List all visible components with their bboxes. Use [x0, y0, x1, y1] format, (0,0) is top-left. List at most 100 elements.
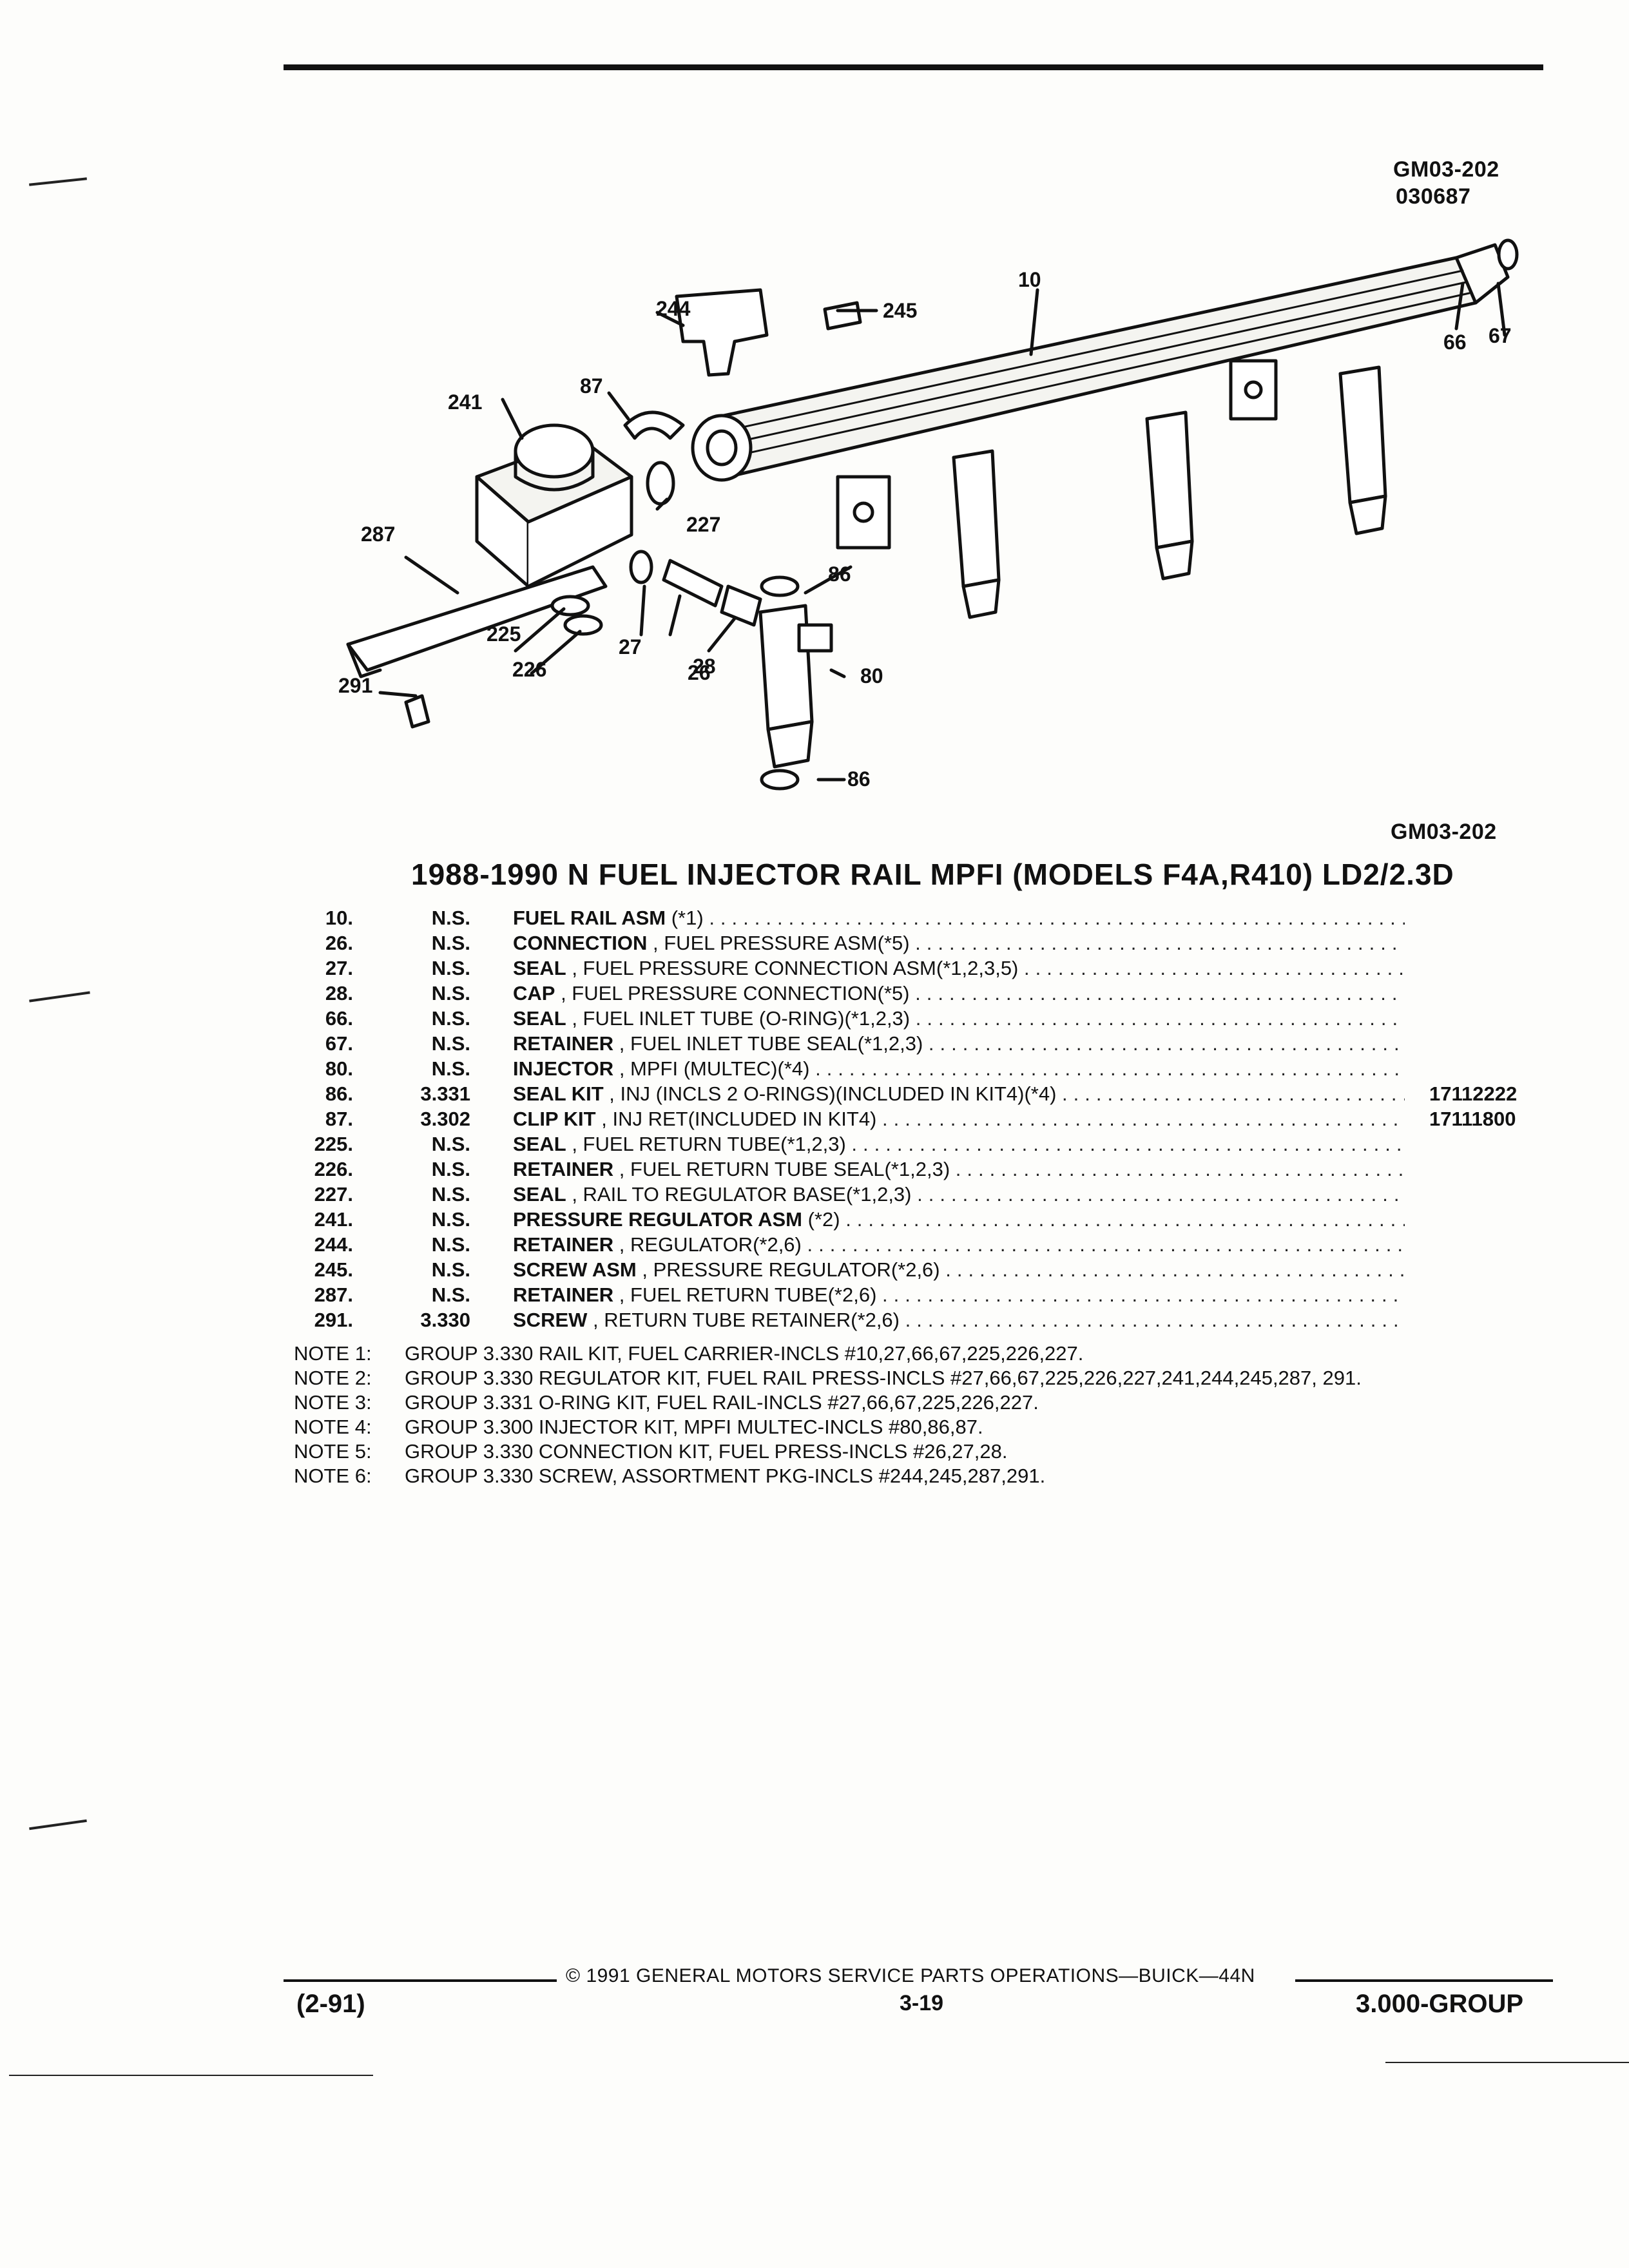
part-description: SCREW ASM , PRESSURE REGULATOR(*2,6) ...…	[513, 1257, 1405, 1282]
part-group: N.S.	[431, 1158, 470, 1180]
note-text: GROUP 3.330 SCREW, ASSORTMENT PKG-INCLS …	[405, 1465, 1046, 1487]
part-ref-number: 26.	[325, 932, 353, 954]
part-description: RETAINER , FUEL INLET TUBE SEAL(*1,2,3) …	[513, 1031, 1405, 1056]
note-item: NOTE 5:GROUP 3.330 CONNECTION KIT, FUEL …	[294, 1439, 1518, 1464]
leader-dots: ........................................…	[1024, 957, 1405, 979]
callout-287: 287	[361, 523, 395, 546]
leader-dots: ........................................…	[851, 1133, 1405, 1155]
figure-date: 030687	[1396, 184, 1471, 209]
part-name: RETAINER	[513, 1158, 614, 1180]
callout-80: 80	[860, 664, 883, 687]
part-detail: (*2)	[807, 1208, 840, 1231]
part-detail: , FUEL PRESSURE ASM(*5)	[653, 932, 910, 954]
leader-dots: ........................................…	[709, 907, 1405, 929]
part-description: SEAL KIT , INJ (INCLS 2 O-RINGS)(INCLUDE…	[513, 1081, 1405, 1106]
footer-rule-left	[284, 1979, 557, 1982]
callout-86-lower: 86	[847, 767, 871, 791]
part-ref-number: 227.	[314, 1183, 353, 1206]
callout-227: 227	[686, 513, 720, 536]
part-name: SCREW ASM	[513, 1258, 637, 1281]
part-group: N.S.	[431, 1057, 470, 1080]
callout-28: 28	[693, 655, 716, 678]
part-detail: , REGULATOR(*2,6)	[619, 1233, 802, 1256]
part-number: 17112222	[1429, 1082, 1518, 1105]
part-name: PRESSURE REGULATOR ASM	[513, 1208, 802, 1231]
part-row: 244.N.S.RETAINER , REGULATOR(*2,6) .....…	[290, 1232, 1553, 1257]
scan-mark	[1385, 2062, 1629, 2063]
part-group: N.S.	[431, 1133, 470, 1155]
part-description: SEAL , FUEL PRESSURE CONNECTION ASM(*1,2…	[513, 956, 1405, 981]
callout-226: 226	[512, 658, 546, 681]
part-group: 3.302	[420, 1108, 470, 1130]
part-ref-number: 226.	[314, 1158, 353, 1180]
callout-291: 291	[338, 674, 372, 697]
part-group: N.S.	[431, 907, 470, 929]
part-detail: , FUEL INLET TUBE (O-RING)(*1,2,3)	[572, 1007, 911, 1030]
part-description: SEAL , RAIL TO REGULATOR BASE(*1,2,3) ..…	[513, 1182, 1405, 1207]
part-description: INJECTOR , MPFI (MULTEC)(*4) ...........…	[513, 1056, 1405, 1081]
part-description: PRESSURE REGULATOR ASM (*2) ............…	[513, 1207, 1405, 1232]
figure-code: GM03-202	[1393, 157, 1499, 182]
part-name: SEAL	[513, 1133, 566, 1155]
scan-mark	[29, 177, 87, 186]
callout-66: 66	[1443, 331, 1467, 354]
part-detail: , PRESSURE REGULATOR(*2,6)	[642, 1258, 940, 1281]
footer-group: 3.000-GROUP	[1356, 1990, 1524, 2018]
leader-dots: ........................................…	[845, 1208, 1405, 1231]
part-group: N.S.	[431, 1007, 470, 1030]
part-name: CONNECTION	[513, 932, 648, 954]
leader-dots: ........................................…	[807, 1233, 1405, 1256]
part-detail: , RAIL TO REGULATOR BASE(*1,2,3)	[572, 1183, 912, 1206]
leader-dots: ........................................…	[928, 1032, 1405, 1055]
part-description: CONNECTION , FUEL PRESSURE ASM(*5) .....…	[513, 930, 1405, 956]
part-group: N.S.	[431, 1032, 470, 1055]
footer-copyright: © 1991 GENERAL MOTORS SERVICE PARTS OPER…	[566, 1965, 1255, 1986]
part-description: SEAL , FUEL INLET TUBE (O-RING)(*1,2,3) …	[513, 1006, 1405, 1031]
leader-dots: ........................................…	[882, 1283, 1405, 1306]
part-row: 225.N.S.SEAL , FUEL RETURN TUBE(*1,2,3) …	[290, 1131, 1553, 1157]
part-detail: (*1)	[671, 907, 704, 929]
part-detail: , FUEL PRESSURE CONNECTION ASM(*1,2,3,5)	[572, 957, 1019, 979]
note-item: NOTE 6:GROUP 3.330 SCREW, ASSORTMENT PKG…	[294, 1464, 1518, 1488]
part-group: N.S.	[431, 932, 470, 954]
part-detail: , FUEL RETURN TUBE(*2,6)	[619, 1283, 877, 1306]
leader-dots: ........................................…	[917, 1183, 1405, 1206]
leader-dots: ........................................…	[1062, 1082, 1405, 1105]
part-ref-number: 225.	[314, 1133, 353, 1155]
leader-dots: ........................................…	[905, 1309, 1405, 1331]
callout-225: 225	[487, 622, 521, 646]
part-detail: , FUEL INLET TUBE SEAL(*1,2,3)	[619, 1032, 923, 1055]
note-label: NOTE 3:	[294, 1391, 372, 1414]
part-detail: , INJ (INCLS 2 O-RINGS)(INCLUDED IN KIT4…	[609, 1082, 1057, 1105]
part-ref-number: 66.	[325, 1007, 353, 1030]
part-ref-number: 287.	[314, 1283, 353, 1306]
part-row: 245.N.S.SCREW ASM , PRESSURE REGULATOR(*…	[290, 1257, 1553, 1282]
callout-244: 244	[656, 297, 691, 320]
leader-dots: ........................................…	[815, 1057, 1405, 1080]
part-name: RETAINER	[513, 1233, 614, 1256]
part-row: 10. N.S. FUEL RAIL ASM (*1) ..............…	[290, 905, 1553, 930]
callout-10: 10	[1018, 268, 1041, 291]
part-name: CLIP KIT	[513, 1108, 596, 1130]
part-name: SCREW	[513, 1309, 588, 1331]
leader-dots: ........................................…	[882, 1108, 1405, 1130]
part-detail: , RETURN TUBE RETAINER(*2,6)	[593, 1309, 900, 1331]
scan-mark	[29, 991, 90, 1003]
part-row: 80. N.S. INJECTOR , MPFI (MULTEC)(*4) ....…	[290, 1056, 1553, 1081]
part-ref-number: 10.	[325, 907, 353, 929]
part-row: 227.N.S.SEAL , RAIL TO REGULATOR BASE(*1…	[290, 1182, 1553, 1207]
leader-dots: ........................................…	[915, 932, 1405, 954]
part-name: FUEL RAIL ASM	[513, 907, 666, 929]
note-item: NOTE 3:GROUP 3.331 O-RING KIT, FUEL RAIL…	[294, 1390, 1518, 1415]
part-ref-number: 28.	[325, 982, 353, 1004]
part-ref-number: 245.	[314, 1258, 353, 1281]
part-ref-number: 241.	[314, 1208, 353, 1231]
fuel-rail-exploded-diagram: 10 26 27 28 66 67 80 86 86 87 225 226 22…	[338, 238, 1519, 791]
footer-date-code: (2-91)	[296, 1990, 365, 2018]
note-label: NOTE 2:	[294, 1367, 372, 1389]
part-detail: , MPFI (MULTEC)(*4)	[619, 1057, 810, 1080]
part-name: SEAL KIT	[513, 1082, 604, 1105]
part-ref-number: 80.	[325, 1057, 353, 1080]
